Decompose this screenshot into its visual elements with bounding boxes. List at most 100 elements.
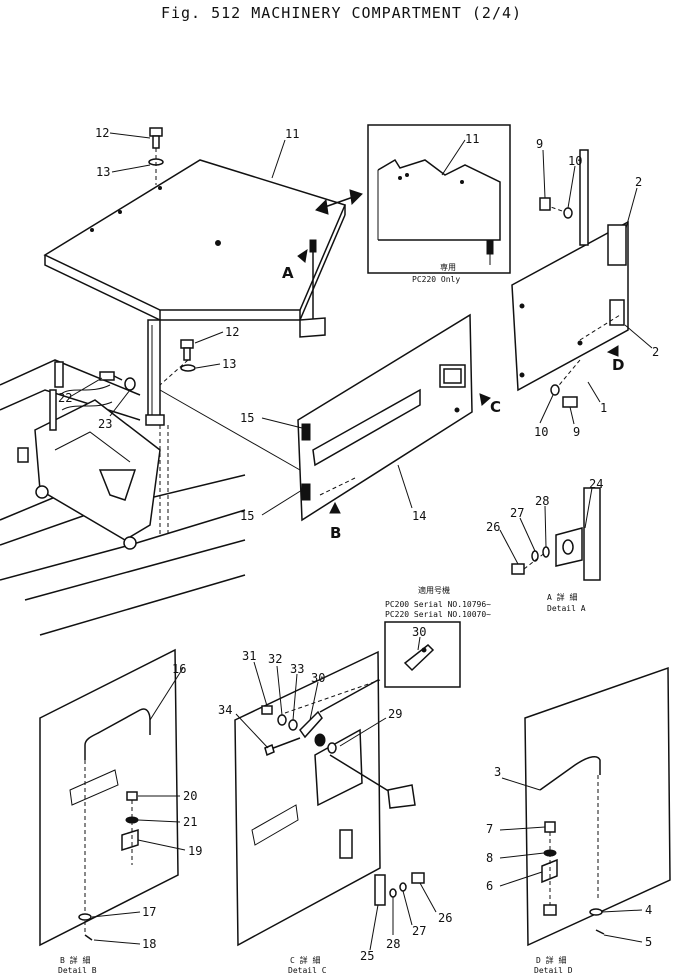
callout: 3 <box>494 765 541 791</box>
callout-number: 8 <box>486 851 493 865</box>
serial-line-1: PC200 Serial NO.10796~ <box>385 600 491 609</box>
callout: 15 <box>240 489 303 523</box>
callout-number: 4 <box>645 903 652 917</box>
callout-number: 25 <box>360 949 374 963</box>
callout-number: 15 <box>240 411 254 425</box>
callout: 26 <box>419 882 452 925</box>
callout-number: 11 <box>285 127 299 141</box>
callout: 23 <box>98 389 131 431</box>
callout-number: 13 <box>96 165 110 179</box>
detail-b <box>39 648 179 947</box>
right-panel <box>511 149 629 408</box>
callout: 28 <box>386 897 400 951</box>
callout-number: 3 <box>494 765 501 779</box>
callout: 13 <box>96 164 151 179</box>
callout-number: 12 <box>95 126 109 140</box>
callout: 31 <box>242 649 268 707</box>
callout: 17 <box>91 905 156 919</box>
callout-number: 28 <box>386 937 400 951</box>
callout-number: 2 <box>635 175 642 189</box>
view-arrow-a: A <box>282 248 308 282</box>
callout: 1 <box>587 381 607 415</box>
view-arrow-c: C <box>490 398 501 416</box>
callout: 20 <box>138 789 197 803</box>
detail-caption-a: A 詳 細 Detail A <box>547 592 586 613</box>
callout: 30 <box>412 625 426 651</box>
callout-number: 13 <box>222 357 236 371</box>
callout: 22 <box>58 377 103 405</box>
view-label: C <box>490 398 501 416</box>
callout: 29 <box>339 707 402 747</box>
callout-number: 10 <box>534 425 548 439</box>
callout-number: 31 <box>242 649 256 663</box>
callout-number: 15 <box>240 509 254 523</box>
callout: 28 <box>535 494 549 548</box>
callout: 30 <box>309 671 325 721</box>
serial-note-cjk: 適用号機 <box>418 585 450 595</box>
detail-caption: Detail B <box>58 966 97 975</box>
callout: 27 <box>510 506 536 552</box>
callout-number: 21 <box>183 815 197 829</box>
view-label: D <box>612 356 624 374</box>
callout-labels: 12 13 11 12 13 22 23 15 15 14 9 10 2 2 1… <box>58 126 659 963</box>
callout: 13 <box>195 357 236 371</box>
detail-c <box>234 650 425 947</box>
detail-caption: Detail D <box>534 966 573 975</box>
callout: 26 <box>486 520 519 565</box>
callout: 33 <box>290 662 304 721</box>
reference-arrow <box>315 189 363 215</box>
callout-number: 33 <box>290 662 304 676</box>
callout: 10 <box>567 154 582 209</box>
callout-number: 12 <box>225 325 239 339</box>
detail-caption-d: D 詳 細 Detail D <box>534 955 573 975</box>
machine-frame <box>0 359 301 636</box>
view-label: A <box>282 264 294 282</box>
callout-number: 20 <box>183 789 197 803</box>
callout-number: 17 <box>142 905 156 919</box>
view-label: B <box>330 524 341 542</box>
callout-number: 30 <box>311 671 325 685</box>
callout-number: 2 <box>652 345 659 359</box>
callout-number: 6 <box>486 879 493 893</box>
inset-serial: 適用号機 PC200 Serial NO.10796~ PC220 Serial… <box>384 585 491 688</box>
detail-a <box>511 487 601 581</box>
callout: 7 <box>486 822 546 836</box>
detail-d <box>524 666 671 947</box>
callout: 24 <box>584 477 603 529</box>
callout: 34 <box>218 703 269 749</box>
callout-number: 14 <box>412 509 426 523</box>
detail-caption-cjk: B 詳 細 <box>60 955 90 965</box>
callout: 9 <box>569 406 580 439</box>
callout-number: 26 <box>438 911 452 925</box>
callout-number: 29 <box>388 707 402 721</box>
callout: 14 <box>397 464 426 523</box>
detail-caption-cjk: D 詳 細 <box>536 955 566 965</box>
figure-title: Fig. 512 MACHINERY COMPARTMENT (2/4) <box>160 4 523 22</box>
callout: 8 <box>486 851 545 865</box>
callout: 2 <box>625 175 642 229</box>
callout: 11 <box>271 127 299 179</box>
callout-number: 9 <box>536 137 543 151</box>
callout: 12 <box>95 126 151 140</box>
callout-number: 30 <box>412 625 426 639</box>
callout: 21 <box>137 815 197 829</box>
callout-number: 9 <box>573 425 580 439</box>
side-door-panel <box>297 313 491 522</box>
callout-number: 26 <box>486 520 500 534</box>
callout: 15 <box>240 411 303 429</box>
callout-number: 5 <box>645 935 652 949</box>
callout-number: 18 <box>142 937 156 951</box>
callout-number: 27 <box>510 506 524 520</box>
callout-number: 22 <box>58 391 72 405</box>
detail-caption: Detail A <box>547 604 586 613</box>
detail-caption-cjk: C 詳 細 <box>290 955 320 965</box>
callout: 11 <box>441 132 479 176</box>
detail-caption-c: C 詳 細 Detail C <box>288 955 327 975</box>
callout: 2 <box>624 324 659 359</box>
inset-note: PC220 Only <box>412 275 460 284</box>
callout: 16 <box>149 662 186 721</box>
inset-note-cjk: 専用 <box>440 262 456 272</box>
callout: 4 <box>601 903 652 917</box>
callout: 12 <box>194 325 239 344</box>
